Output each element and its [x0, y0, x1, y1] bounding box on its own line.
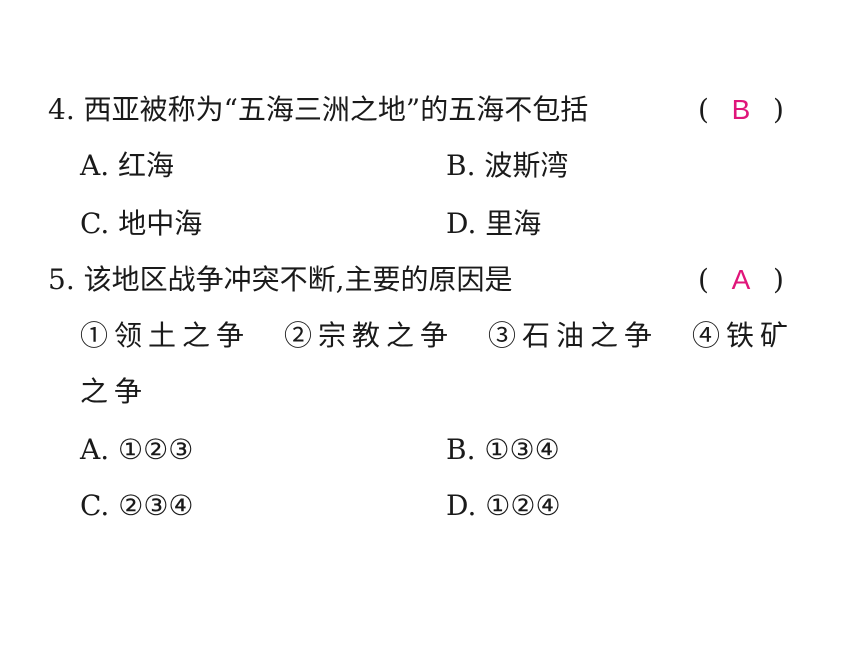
question-4-answer: B	[731, 94, 751, 125]
question-4-option-c: C. 地中海	[80, 207, 203, 240]
question-5-option-a: A. ①②③	[80, 433, 194, 466]
question-5-option-b: B. ①③④	[446, 433, 560, 466]
close-paren: )	[772, 263, 784, 296]
open-paren: (	[698, 263, 709, 296]
question-5-option-c: C. ②③④	[80, 489, 194, 522]
question-5-answer: A	[731, 264, 751, 295]
question-4-option-a: A. 红海	[80, 149, 175, 182]
question-5-statements-line-2: 之争	[80, 375, 149, 408]
open-paren: (	[698, 93, 709, 126]
question-4-answer-box: ( B)	[698, 92, 784, 128]
question-4-option-d: D. 里海	[446, 207, 542, 240]
question-4-stem: 4. 西亚被称为“五海三洲之地”的五海不包括	[48, 93, 589, 126]
question-5-stem: 5. 该地区战争冲突不断,主要的原因是	[48, 263, 513, 296]
question-5-statements-line-1: ①领土之争 ②宗教之争 ③石油之争 ④铁矿	[80, 319, 795, 352]
question-5-answer-box: ( A)	[698, 262, 784, 298]
question-4-option-b: B. 波斯湾	[446, 149, 569, 182]
question-5-option-d: D. ①②④	[446, 489, 561, 522]
close-paren: )	[772, 93, 784, 126]
